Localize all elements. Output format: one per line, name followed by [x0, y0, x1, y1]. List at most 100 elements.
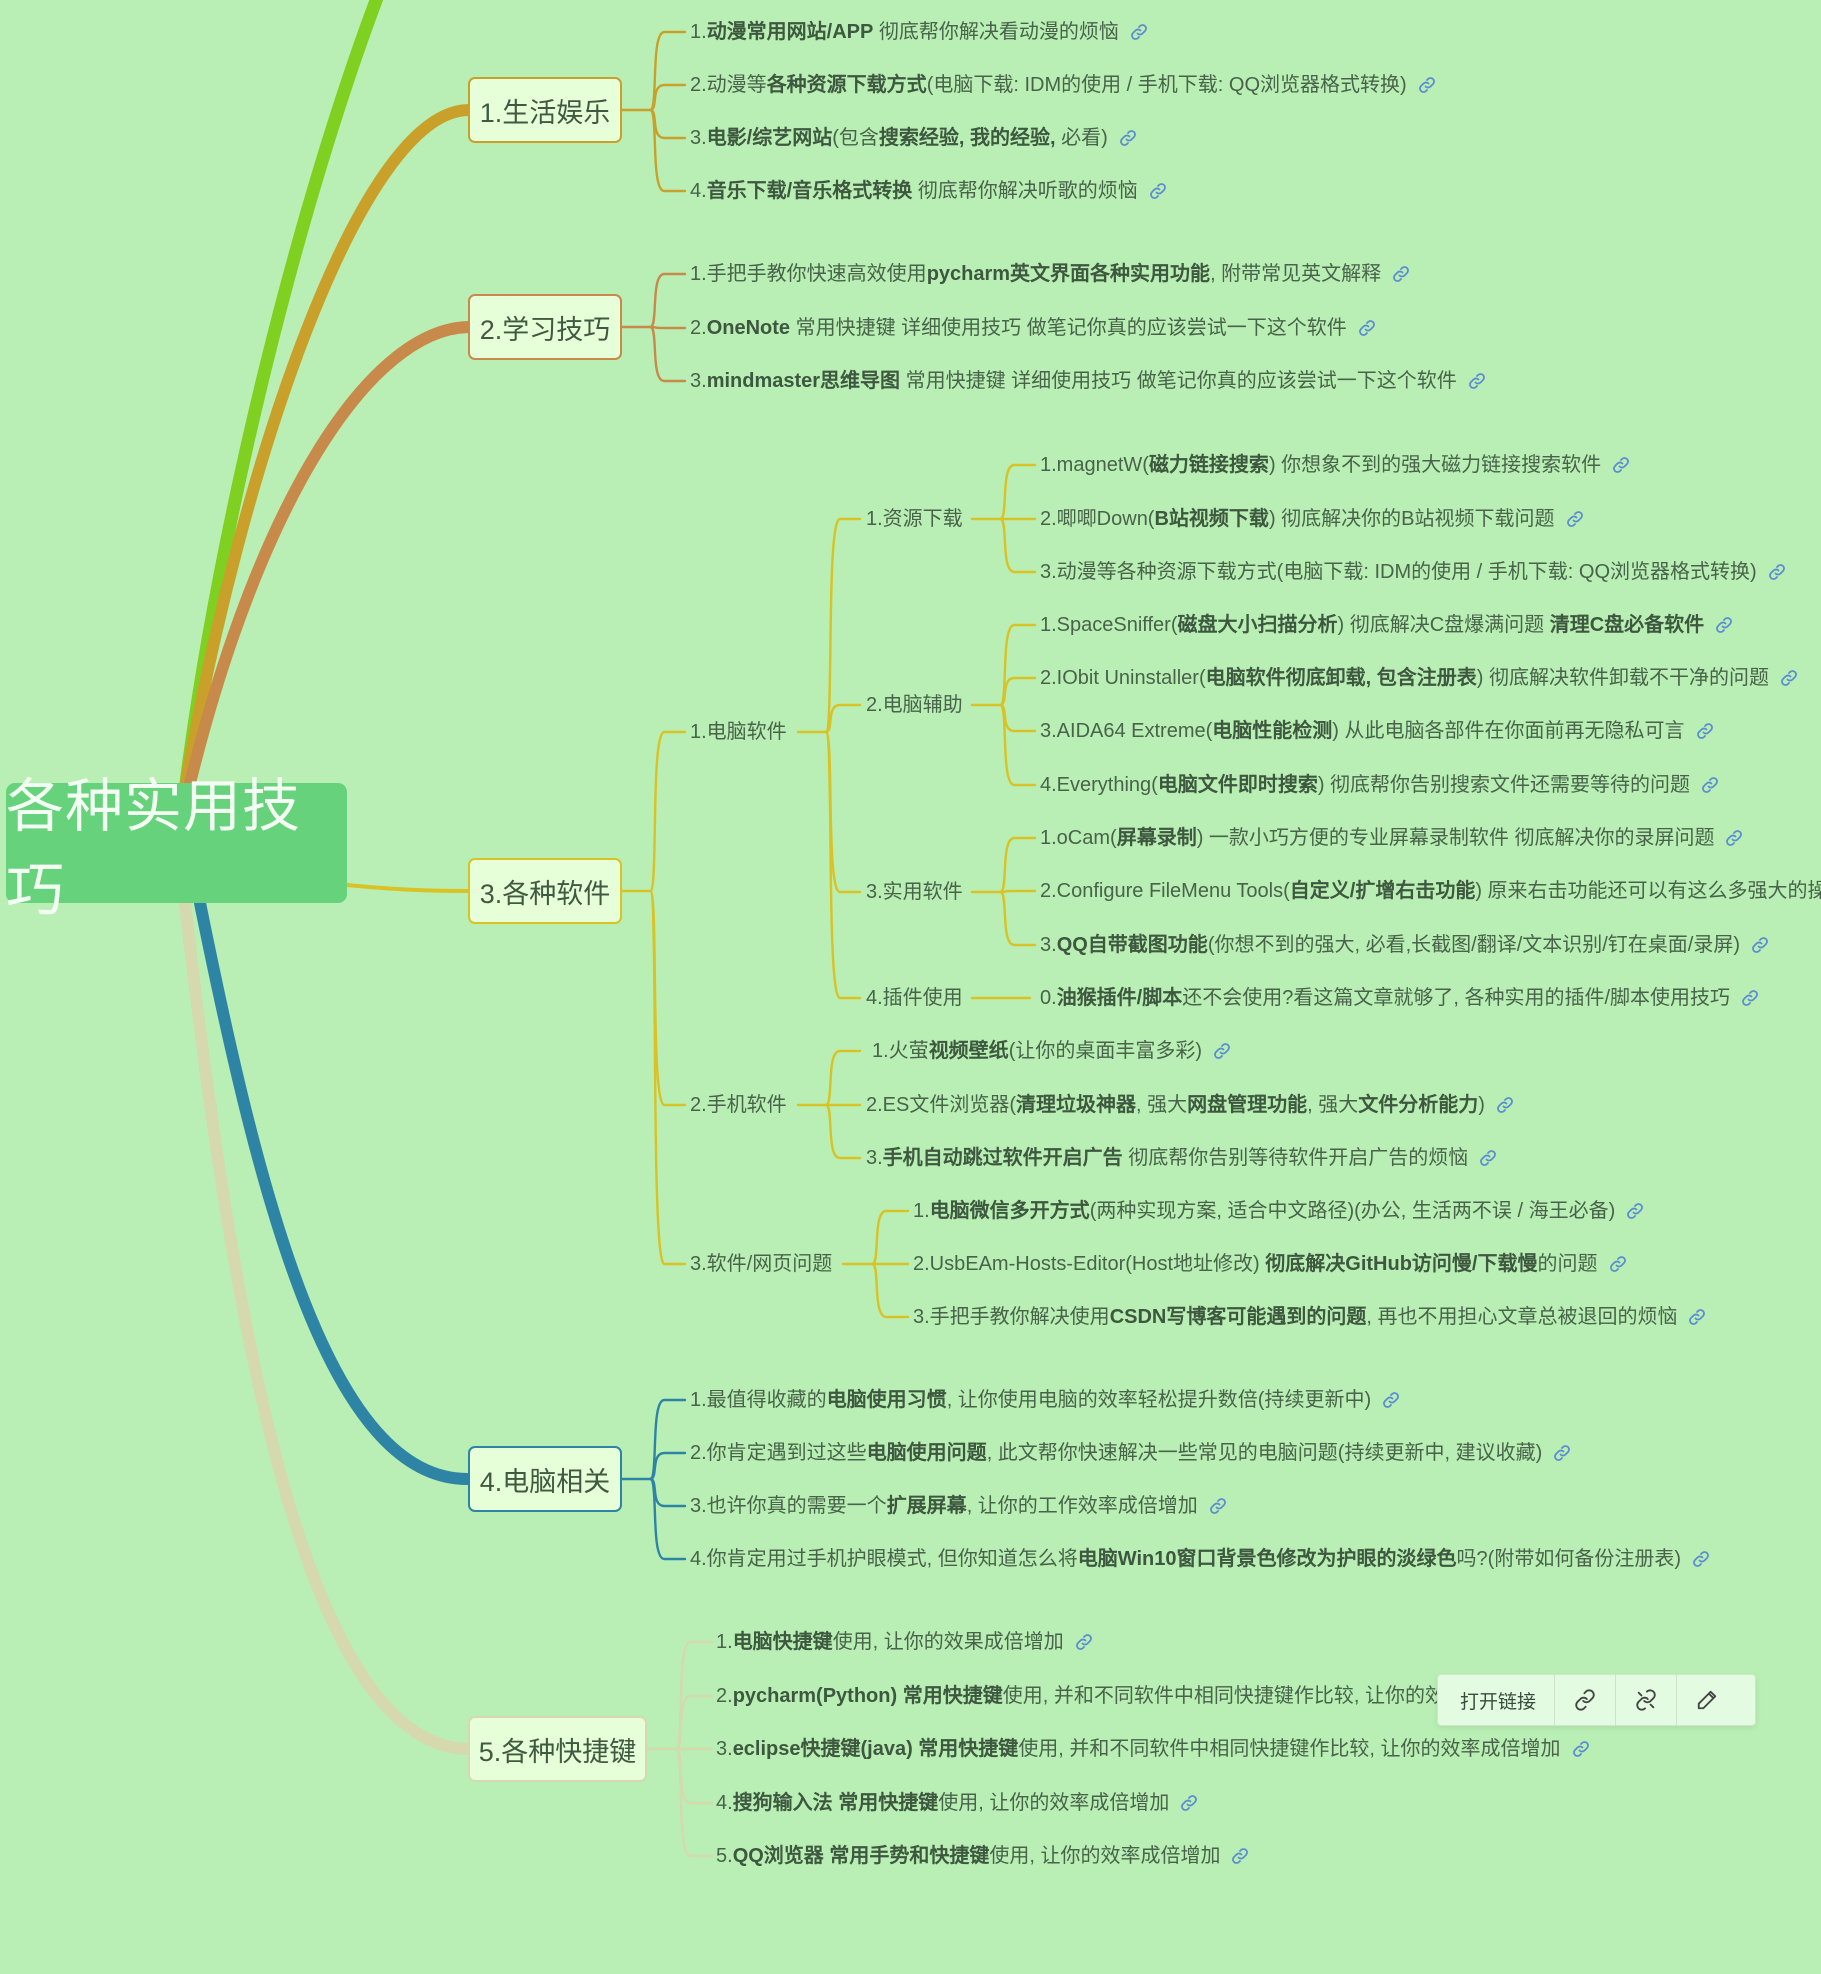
leaf-text-segment: 使用, 并和不同软件中相同快捷键作比较, 让你的效率成倍增加	[1018, 1738, 1561, 1760]
unlink-icon[interactable]	[1615, 1675, 1676, 1725]
leaf-item[interactable]: 3.手机自动跳过软件开启广告 彻底帮你告别等待软件开启广告的烦恼	[866, 1146, 1498, 1170]
hyperlink-icon[interactable]	[1212, 1041, 1232, 1061]
subtopic-group-4[interactable]: 4.插件使用	[866, 987, 963, 1009]
hyperlink-icon[interactable]	[1691, 1549, 1711, 1569]
topic-2[interactable]: 2.学习技巧	[468, 294, 622, 360]
leaf-item[interactable]: 2.IObit Uninstaller(电脑软件彻底卸载, 包含注册表) 彻底解…	[1040, 666, 1799, 690]
leaf-item[interactable]: 2.ES文件浏览器(清理垃圾神器, 强大网盘管理功能, 强大文件分析能力)	[866, 1093, 1515, 1117]
hyperlink-icon[interactable]	[1381, 1390, 1401, 1410]
hyperlink-icon[interactable]	[1779, 668, 1799, 688]
leaf-item[interactable]: 3.也许你真的需要一个扩展屏幕, 让你的工作效率成倍增加	[690, 1494, 1228, 1518]
leaf-item[interactable]: 1.oCam(屏幕录制) 一款小巧方便的专业屏幕录制软件 彻底解决你的录屏问题	[1040, 826, 1744, 850]
hyperlink-icon[interactable]	[1695, 721, 1715, 741]
topic-4[interactable]: 4.电脑相关	[468, 1446, 622, 1512]
hyperlink-icon[interactable]	[1467, 371, 1487, 391]
leaf-item[interactable]: 1.火萤视频壁纸(让你的桌面丰富多彩)	[872, 1039, 1232, 1063]
hyperlink-icon[interactable]	[1714, 615, 1734, 635]
leaf-item[interactable]: 1.SpaceSniffer(磁盘大小扫描分析) 彻底解决C盘爆满问题 清理C盘…	[1040, 613, 1734, 637]
leaf-item[interactable]: 3.AIDA64 Extreme(电脑性能检测) 从此电脑各部件在你面前再无隐私…	[1040, 719, 1715, 743]
hyperlink-icon[interactable]	[1495, 1095, 1515, 1115]
leaf-item[interactable]: 0.油猴插件/脚本还不会使用?看这篇文章就够了, 各种实用的插件/脚本使用技巧	[1040, 986, 1760, 1010]
hyperlink-icon[interactable]	[1391, 264, 1411, 284]
hyperlink-icon[interactable]	[1571, 1739, 1591, 1759]
hyperlink-icon[interactable]	[1625, 1201, 1645, 1221]
leaf-text-segment: 视频壁纸	[928, 1040, 1009, 1062]
leaf-text-segment: 5.	[716, 1845, 733, 1867]
hyperlink-icon[interactable]	[1552, 1443, 1572, 1463]
leaf-text-segment: , 让你使用电脑的效率轻松提升数倍(持续更新中)	[946, 1389, 1372, 1411]
leaf-item[interactable]: 3.动漫等各种资源下载方式(电脑下载: IDM的使用 / 手机下载: QQ浏览器…	[1040, 560, 1787, 584]
leaf-item[interactable]: 2.UsbEAm-Hosts-Editor(Host地址修改) 彻底解决GitH…	[913, 1252, 1628, 1276]
hyperlink-icon[interactable]	[1687, 1307, 1707, 1327]
leaf-item[interactable]: 3.mindmaster思维导图 常用快捷键 详细使用技巧 做笔记你真的应该尝试…	[690, 369, 1487, 393]
leaf-item[interactable]: 2.动漫等各种资源下载方式(电脑下载: IDM的使用 / 手机下载: QQ浏览器…	[690, 73, 1437, 97]
leaf-text-segment: ) 你想象不到的强大磁力链接搜索软件	[1268, 454, 1602, 476]
leaf-item[interactable]: 3.eclipse快捷键(java) 常用快捷键使用, 并和不同软件中相同快捷键…	[716, 1737, 1591, 1761]
topic-1[interactable]: 1.生活娱乐	[468, 77, 622, 143]
hyperlink-icon[interactable]	[1750, 935, 1770, 955]
leaf-item[interactable]: 2.唧唧Down(B站视频下载) 彻底解决你的B站视频下载问题	[1040, 507, 1585, 531]
hyperlink-icon[interactable]	[1230, 1846, 1250, 1866]
leaf-text-segment: 电脑快捷键	[732, 1631, 833, 1653]
connector-line	[871, 1262, 910, 1319]
subtopic-group-2[interactable]: 2.电脑辅助	[866, 694, 963, 716]
connector-line	[824, 730, 862, 1000]
leaf-item[interactable]: 4.音乐下载/音乐格式转换 彻底帮你解决听歌的烦恼	[690, 179, 1168, 203]
hyperlink-icon[interactable]	[1357, 318, 1377, 338]
leaf-text-segment: 使用, 让你的效率成倍增加	[938, 1792, 1170, 1814]
hyperlink-icon[interactable]	[1611, 455, 1631, 475]
subtopic-web-issues[interactable]: 3.软件/网页问题	[690, 1253, 833, 1275]
leaf-text-segment: 1.magnetW(	[1040, 454, 1149, 476]
topic-3[interactable]: 3.各种软件	[468, 858, 622, 924]
edit-icon[interactable]	[1676, 1675, 1737, 1725]
open-link-button[interactable]: 打开链接	[1460, 1691, 1537, 1713]
link-toolbar: 打开链接	[1437, 1674, 1756, 1726]
hyperlink-icon[interactable]	[1700, 775, 1720, 795]
leaf-item[interactable]: 2.Configure FileMenu Tools(自定义/扩增右击功能) 原…	[1040, 879, 1821, 903]
leaf-item[interactable]: 1.电脑微信多开方式(两种实现方案, 适合中文路径)(办公, 生活两不误 / 海…	[913, 1199, 1645, 1223]
hyperlink-icon[interactable]	[1129, 22, 1149, 42]
hyperlink-icon[interactable]	[1179, 1793, 1199, 1813]
leaf-item[interactable]: 4.你肯定用过手机护眼模式, 但你知道怎么将电脑Win10窗口背景色修改为护眼的…	[690, 1547, 1711, 1571]
subtopic-phone-software[interactable]: 2.手机软件	[690, 1094, 787, 1116]
leaf-item[interactable]: 1.手把手教你快速高效使用pycharm英文界面各种实用功能, 附带常见英文解释	[690, 262, 1411, 286]
leaf-text-segment: 手机自动跳过软件开启广告	[882, 1147, 1123, 1169]
hyperlink-icon[interactable]	[1208, 1496, 1228, 1516]
hyperlink-icon[interactable]	[1148, 181, 1168, 201]
hyperlink-icon[interactable]	[1724, 828, 1744, 848]
leaf-item[interactable]: 1.magnetW(磁力链接搜索) 你想象不到的强大磁力链接搜索软件	[1040, 453, 1631, 477]
leaf-text-segment: 使用, 让你的效率成倍增加	[989, 1845, 1221, 1867]
hyperlink-icon[interactable]	[1565, 509, 1585, 529]
subtopic-group-3[interactable]: 3.实用软件	[866, 881, 963, 903]
leaf-text-segment: 文件分析能力	[1358, 1094, 1479, 1116]
leaf-item[interactable]: 2.OneNote 常用快捷键 详细使用技巧 做笔记你真的应该尝试一下这个软件	[690, 316, 1377, 340]
link-icon[interactable]	[1554, 1675, 1615, 1725]
leaf-item[interactable]: 1.电脑快捷键使用, 让你的效果成倍增加	[716, 1630, 1094, 1654]
subtopic-pc-software[interactable]: 1.电脑软件	[690, 721, 787, 743]
root-topic[interactable]: 各种实用技巧	[6, 774, 347, 923]
hyperlink-icon[interactable]	[1608, 1254, 1628, 1274]
leaf-item[interactable]: 1.动漫常用网站/APP 彻底帮你解决看动漫的烦恼	[690, 20, 1149, 44]
branch-topic-3	[345, 883, 470, 893]
leaf-item[interactable]: 4.搜狗输入法 常用快捷键使用, 让你的效率成倍增加	[716, 1791, 1199, 1815]
hyperlink-icon[interactable]	[1417, 75, 1437, 95]
leaf-item[interactable]: 2.你肯定遇到过这些电脑使用问题, 此文帮你快速解决一些常见的电脑问题(持续更新…	[690, 1441, 1572, 1465]
leaf-text-segment: 电脑文件即时搜索	[1157, 774, 1318, 796]
hyperlink-icon[interactable]	[1478, 1148, 1498, 1168]
leaf-item[interactable]: 4.Everything(电脑文件即时搜索) 彻底帮你告别搜索文件还需要等待的问…	[1040, 773, 1720, 797]
hyperlink-icon[interactable]	[1767, 562, 1787, 582]
leaf-text-segment: pycharm英文界面各种实用功能	[926, 263, 1211, 285]
hyperlink-icon[interactable]	[1740, 988, 1760, 1008]
leaf-item[interactable]: 3.手把手教你解决使用CSDN写博客可能遇到的问题, 再也不用担心文章总被退回的…	[913, 1305, 1707, 1329]
leaf-item[interactable]: 1.最值得收藏的电脑使用习惯, 让你使用电脑的效率轻松提升数倍(持续更新中)	[690, 1388, 1401, 1412]
topic-5[interactable]: 5.各种快捷键	[468, 1716, 647, 1782]
hyperlink-icon[interactable]	[1118, 128, 1138, 148]
leaf-item[interactable]: 3.电影/综艺网站(包含搜索经验, 我的经验, 必看)	[690, 126, 1138, 150]
connector-line	[824, 703, 862, 734]
leaf-item[interactable]: 3.QQ自带截图功能(你想不到的强大, 必看,长截图/翻译/文本识别/钉在桌面/…	[1040, 933, 1770, 957]
subtopic-group-1[interactable]: 1.资源下载	[866, 508, 963, 530]
hyperlink-icon[interactable]	[1074, 1632, 1094, 1652]
leaf-item[interactable]: 2.pycharm(Python) 常用快捷键使用, 并和不同软件中相同快捷键作…	[716, 1684, 1575, 1708]
leaf-item[interactable]: 5.QQ浏览器 常用手势和快捷键使用, 让你的效率成倍增加	[716, 1844, 1250, 1868]
